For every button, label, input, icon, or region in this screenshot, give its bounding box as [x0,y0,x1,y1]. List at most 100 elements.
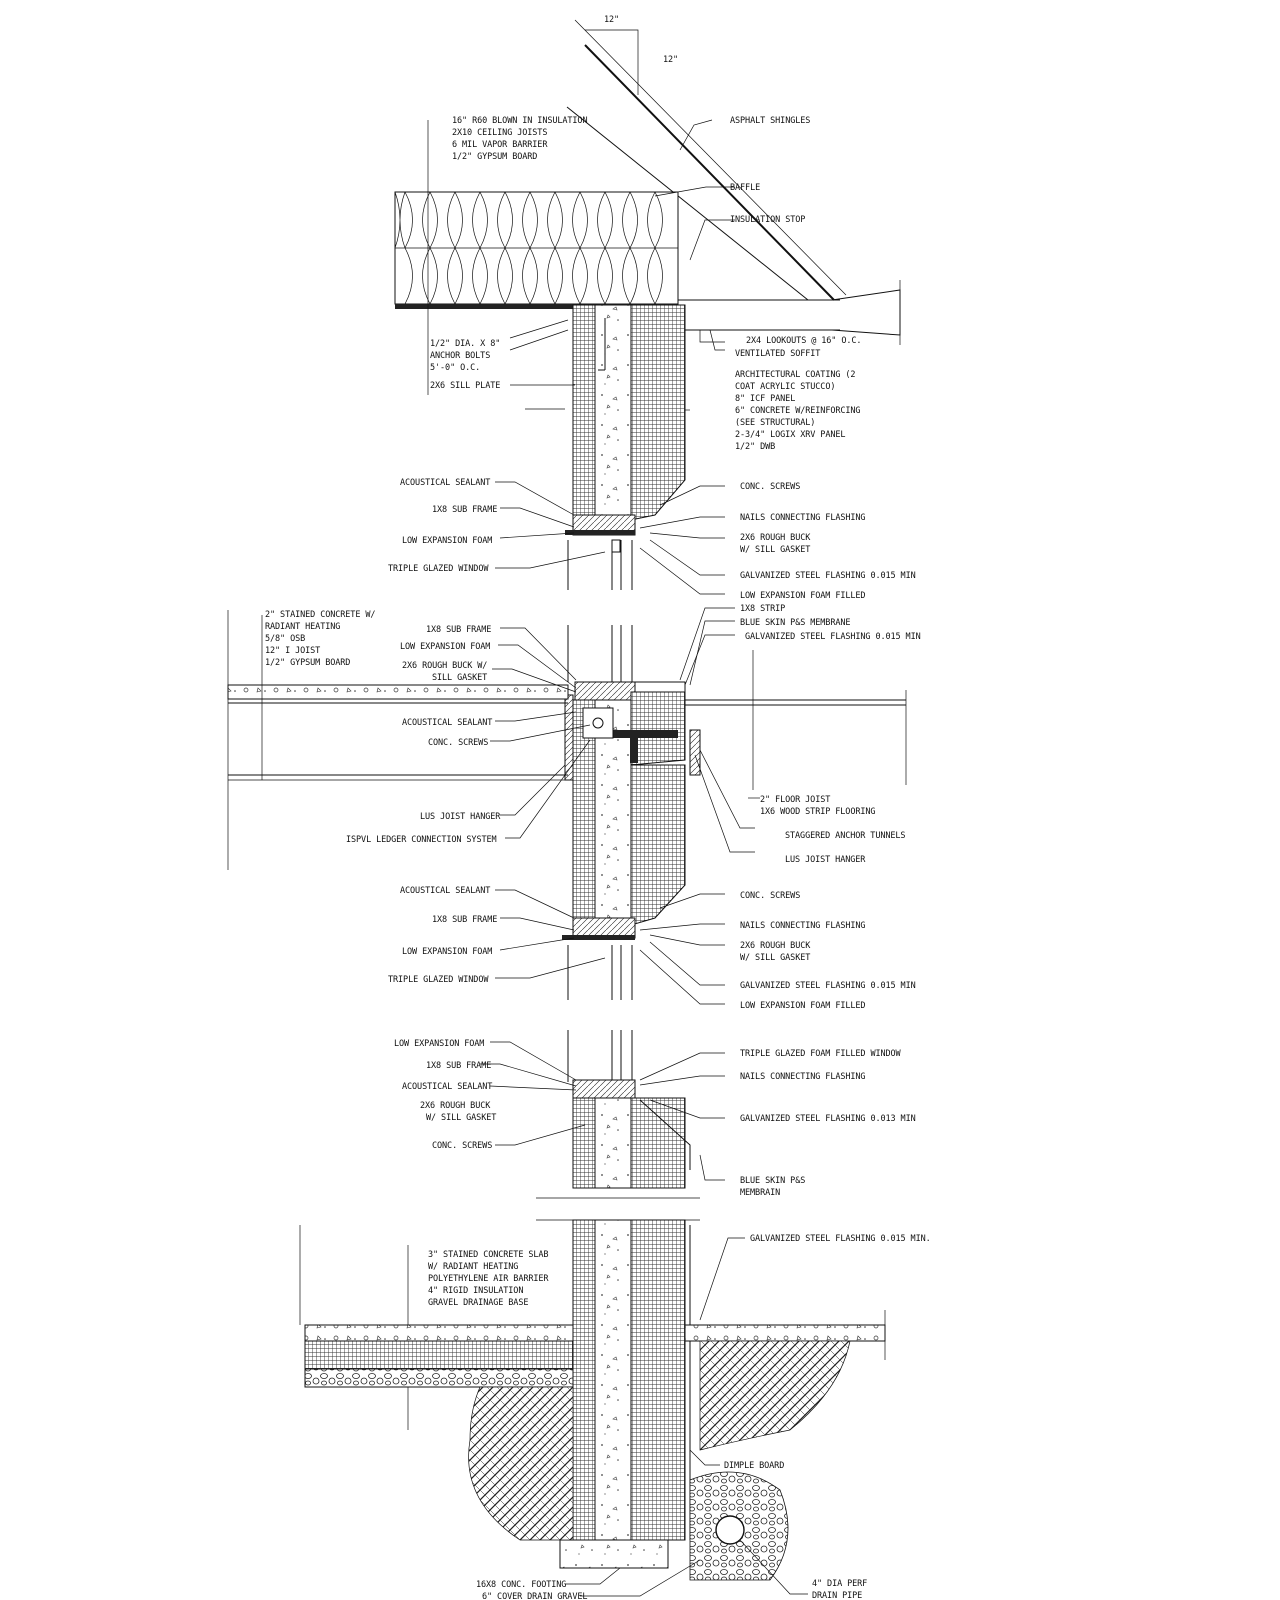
floor-assembly [227,610,907,870]
w3-acoustical-sealant: ACOUSTICAL SEALANT [402,1082,492,1092]
window2-labels: ACOUSTICAL SEALANT 1X8 SUB FRAME LOW EXP… [388,886,916,1011]
w1-foam: LOW EXPANSION FOAM [402,536,492,546]
w2-window: TRIPLE GLAZED WINDOW [388,975,489,985]
w1-buck-line-2: W/ SILL GASKET [740,545,810,555]
w1-nails: NAILS CONNECTING FLASHING [740,513,865,523]
w2-acoustical-sealant: ACOUSTICAL SEALANT [400,886,490,896]
w3-foam: LOW EXPANSION FOAM [394,1039,484,1049]
floor-buck-line-2: SILL GASKET [432,673,487,683]
leader-lines [480,119,808,1597]
roof-stack-line-4: 1/2" GYPSUM BOARD [452,152,537,162]
soffit-label: VENTILATED SOFFIT [735,349,820,359]
floor-stack-line-5: 1/2" GYPSUM BOARD [265,658,350,668]
roof-pitch: 12" 12" [574,15,847,296]
roof-stack-line-2: 2X10 CEILING JOISTS [452,128,547,138]
slab-stack-line-3: POLYETHYLENE AIR BARRIER [428,1274,549,1284]
wood-flooring-label: 1X6 WOOD STRIP FLOORING [760,807,875,817]
lus-joist-hanger-left: LUS JOIST HANGER [420,812,501,822]
anchor-bolts-line-2: ANCHOR BOLTS [430,351,490,361]
footing-label: 16X8 CONC. FOOTING [476,1580,566,1590]
wall-stack-line-3: 8" ICF PANEL [735,394,795,404]
asphalt-shingles-label: ASPHALT SHINGLES [730,116,810,126]
w2-foam: LOW EXPANSION FOAM [402,947,492,957]
roof-labels: 16" R60 BLOWN IN INSULATION 2X10 CEILING… [430,116,862,452]
w1-flashing: GALVANIZED STEEL FLASHING 0.015 MIN [740,571,916,581]
floor-stack-line-4: 12" I JOIST [265,646,320,656]
wall-stack-line-4: 6" CONCRETE W/REINFORCING [735,406,860,416]
wall-stack-line-6: 2-3/4" LOGIX XRV PANEL [735,430,845,440]
foundation-labels: 3" STAINED CONCRETE SLAB W/ RADIANT HEAT… [428,1234,931,1600]
w3-membrane-line-1: BLUE SKIN P&S [740,1176,805,1186]
floor-membrane: BLUE SKIN P&S MEMBRANE [740,618,850,628]
drain-pipe-line-1: 4" DIA PERF [812,1579,867,1589]
floor-stack-line-2: RADIANT HEATING [265,622,340,632]
w1-buck-line-1: 2X6 ROUGH BUCK [740,533,811,543]
w3-screws: CONC. SCREWS [432,1141,492,1151]
wall-stack-line-5: (SEE STRUCTURAL) [735,418,815,428]
foundation-flashing: GALVANIZED STEEL FLASHING 0.015 MIN. [750,1234,931,1244]
insulation-stop-label: INSULATION STOP [730,215,805,225]
insulation-batt-top [394,191,663,249]
floor-stack-line-1: 2" STAINED CONCRETE W/ [265,610,375,620]
floor-labels: 2" STAINED CONCRETE W/ RADIANT HEATING 5… [265,604,921,865]
slab-stack-line-5: GRAVEL DRAINAGE BASE [428,1298,528,1308]
icf-wall [536,304,700,1569]
sill-plate-label: 2X6 SILL PLATE [430,381,500,391]
w2-foam-filled: LOW EXPANSION FOAM FILLED [740,1001,865,1011]
roof-assembly [394,44,901,395]
lus-joist-hanger-right: LUS JOIST HANGER [785,855,866,865]
w2-nails: NAILS CONNECTING FLASHING [740,921,865,931]
floor-buck-line-1: 2X6 ROUGH BUCK W/ [402,661,487,671]
pitch-rise-label: 12" [663,55,678,65]
lookouts-label: 2X4 LOOKOUTS @ 16" O.C. [746,336,861,346]
w3-membrane-line-2: MEMBRAIN [740,1188,780,1198]
w1-sub-frame: 1X8 SUB FRAME [432,505,497,515]
w3-buck-line-2: W/ SILL GASKET [426,1113,496,1123]
floor-screws: CONC. SCREWS [428,738,488,748]
floor-strip: 1X8 STRIP [740,604,785,614]
w2-buck-line-1: 2X6 ROUGH BUCK [740,941,811,951]
window1-labels: ACOUSTICAL SEALANT 1X8 SUB FRAME LOW EXP… [388,478,916,601]
floor-flashing: GALVANIZED STEEL FLASHING 0.015 MIN [745,632,921,642]
pitch-run-label: 12" [604,15,619,25]
ledger-label: ISPVL LEDGER CONNECTION SYSTEM [346,835,497,845]
floor-foam: LOW EXPANSION FOAM [400,642,490,652]
w3-flashing: GALVANIZED STEEL FLASHING 0.013 MIN [740,1114,916,1124]
anchor-bolts-line-3: 5'-0" O.C. [430,363,480,373]
w1-screws: CONC. SCREWS [740,482,800,492]
w2-flashing: GALVANIZED STEEL FLASHING 0.015 MIN [740,981,916,991]
roof-stack-line-3: 6 MIL VAPOR BARRIER [452,140,548,150]
w3-sub-frame: 1X8 SUB FRAME [426,1061,491,1071]
anchor-bolts-line-1: 1/2" DIA. X 8" [430,339,500,349]
w2-buck-line-2: W/ SILL GASKET [740,953,810,963]
floor-stack-line-3: 5/8" OSB [265,634,305,644]
wall-stack-line-1: ARCHITECTURAL COATING (2 [735,370,855,380]
wall-stack-line-7: 1/2" DWB [735,442,775,452]
slab-stack-line-2: W/ RADIANT HEATING [428,1262,518,1272]
floor-sub-frame: 1X8 SUB FRAME [426,625,491,635]
roof-stack-line-1: 16" R60 BLOWN IN INSULATION [452,116,587,126]
floor-joist-label: 2" FLOOR JOIST [760,795,830,805]
slab-stack-line-1: 3" STAINED CONCRETE SLAB [428,1250,548,1260]
window3-labels: LOW EXPANSION FOAM 1X8 SUB FRAME ACOUSTI… [394,1039,916,1198]
w1-foam-filled: LOW EXPANSION FOAM FILLED [740,591,865,601]
w3-buck-line-1: 2X6 ROUGH BUCK [420,1101,491,1111]
baffle-label: BAFFLE [730,183,760,193]
w1-acoustical-sealant: ACOUSTICAL SEALANT [400,478,490,488]
floor-acoustical-sealant: ACOUSTICAL SEALANT [402,718,492,728]
w2-screws: CONC. SCREWS [740,891,800,901]
w3-window: TRIPLE GLAZED FOAM FILLED WINDOW [740,1049,902,1059]
dimple-board-label: DIMPLE BOARD [724,1461,784,1471]
drain-pipe-line-2: DRAIN PIPE [812,1591,862,1600]
w1-window: TRIPLE GLAZED WINDOW [388,564,489,574]
insulation-batt-bottom [404,247,663,305]
drain-pipe-icon [715,1515,745,1545]
slab-stack-line-4: 4" RIGID INSULATION [428,1286,523,1296]
anchor-tunnels-label: STAGGERED ANCHOR TUNNELS [785,831,905,841]
wall-stack-line-2: COAT ACRYLIC STUCCO) [735,382,835,392]
w2-sub-frame: 1X8 SUB FRAME [432,915,497,925]
cover-gravel-label: 6" COVER DRAIN GRAVEL [482,1592,587,1600]
foundation-assembly [299,1225,886,1581]
w3-nails: NAILS CONNECTING FLASHING [740,1072,865,1082]
